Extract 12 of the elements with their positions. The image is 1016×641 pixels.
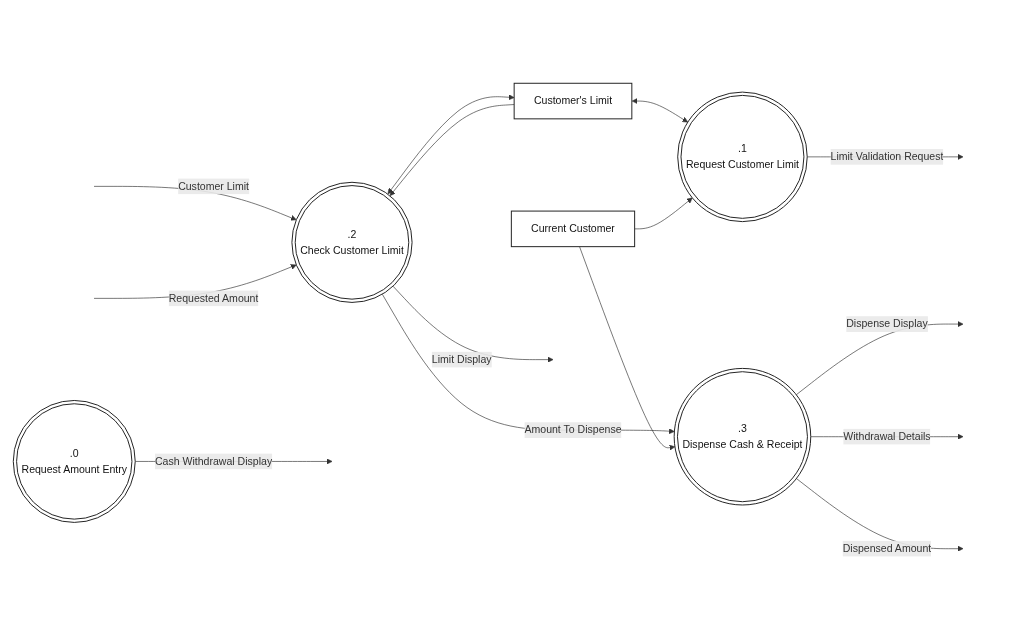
edge-label: Withdrawal Details [843, 430, 931, 442]
edge-label: Dispensed Amount [842, 542, 932, 554]
edge-label: Dispense Display [846, 317, 928, 329]
edge-label: Customer Limit [178, 180, 250, 192]
node-box: Customer's Limit [513, 82, 633, 119]
edge-label: Amount To Dispense [524, 423, 622, 435]
arrow [631, 97, 688, 122]
edge-label: Limit Display [431, 353, 492, 365]
edge-label: Limit Validation Request [830, 150, 944, 162]
edge-label: Requested Amount [168, 291, 259, 304]
edge-label: Cash Withdrawal Display [154, 455, 273, 467]
node-box: Current Customer [510, 210, 636, 247]
